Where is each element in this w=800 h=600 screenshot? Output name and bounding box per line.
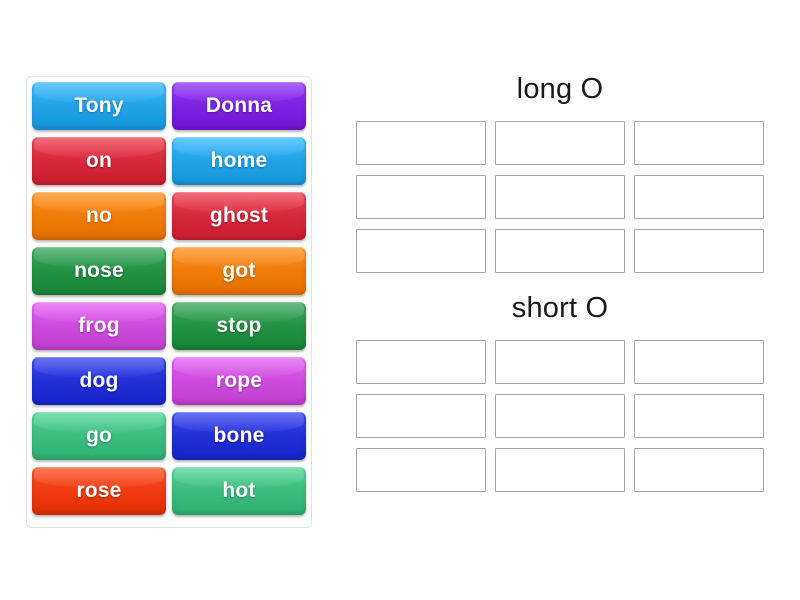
word-tile-grid: Tony Donna on home no ghost nose got fro… — [32, 82, 306, 515]
word-tile[interactable]: ghost — [172, 192, 306, 240]
drop-slot[interactable] — [356, 175, 486, 219]
drop-slot[interactable] — [634, 340, 764, 384]
drop-slot[interactable] — [356, 448, 486, 492]
word-tile-label: Donna — [205, 94, 273, 117]
group-title-short-o: short O — [511, 292, 609, 324]
drop-slot[interactable] — [634, 121, 764, 165]
group-title-long-o: long O — [516, 73, 604, 105]
word-tile[interactable]: nose — [32, 247, 166, 295]
word-bank-panel: Tony Donna on home no ghost nose got fro… — [26, 76, 312, 528]
drop-slot[interactable] — [634, 229, 764, 273]
drop-slot[interactable] — [356, 121, 486, 165]
drop-slot[interactable] — [495, 175, 625, 219]
word-tile-label: ghost — [209, 204, 269, 227]
word-tile[interactable]: stop — [172, 302, 306, 350]
word-tile[interactable]: Tony — [32, 82, 166, 130]
word-tile[interactable]: rope — [172, 357, 306, 405]
word-tile-label: frog — [78, 314, 120, 337]
word-tile[interactable]: go — [32, 412, 166, 460]
group-short-o: short O — [340, 289, 780, 492]
word-tile[interactable]: got — [172, 247, 306, 295]
drop-slot[interactable] — [495, 229, 625, 273]
word-tile[interactable]: frog — [32, 302, 166, 350]
word-tile-label: dog — [79, 369, 119, 392]
word-tile[interactable]: Donna — [172, 82, 306, 130]
word-tile[interactable]: hot — [172, 467, 306, 515]
word-tile-label: go — [85, 424, 113, 447]
word-tile[interactable]: no — [32, 192, 166, 240]
slot-grid-short-o — [340, 340, 780, 492]
word-tile-label: rope — [215, 369, 263, 392]
word-tile-label: on — [85, 149, 113, 172]
word-tile[interactable]: bone — [172, 412, 306, 460]
word-tile-label: stop — [216, 314, 262, 337]
slot-grid-long-o — [340, 121, 780, 273]
drop-slot[interactable] — [634, 175, 764, 219]
drop-slot[interactable] — [356, 340, 486, 384]
drop-slot[interactable] — [495, 121, 625, 165]
word-tile-label: Tony — [74, 94, 124, 117]
group-long-o: long O — [340, 70, 780, 273]
sort-area: long O short O — [340, 70, 780, 502]
word-tile-label: home — [210, 149, 268, 172]
drop-slot[interactable] — [495, 340, 625, 384]
word-tile-label: bone — [213, 424, 265, 447]
word-tile[interactable]: dog — [32, 357, 166, 405]
drop-slot[interactable] — [356, 394, 486, 438]
word-tile-label: no — [85, 204, 113, 227]
word-tile-label: hot — [222, 479, 256, 502]
word-tile-label: got — [222, 259, 256, 282]
word-tile[interactable]: home — [172, 137, 306, 185]
drop-slot[interactable] — [495, 394, 625, 438]
drop-slot[interactable] — [356, 229, 486, 273]
drop-slot[interactable] — [634, 448, 764, 492]
drop-slot[interactable] — [634, 394, 764, 438]
word-tile-label: rose — [76, 479, 122, 502]
word-tile[interactable]: rose — [32, 467, 166, 515]
drop-slot[interactable] — [495, 448, 625, 492]
word-tile[interactable]: on — [32, 137, 166, 185]
word-tile-label: nose — [74, 259, 124, 282]
